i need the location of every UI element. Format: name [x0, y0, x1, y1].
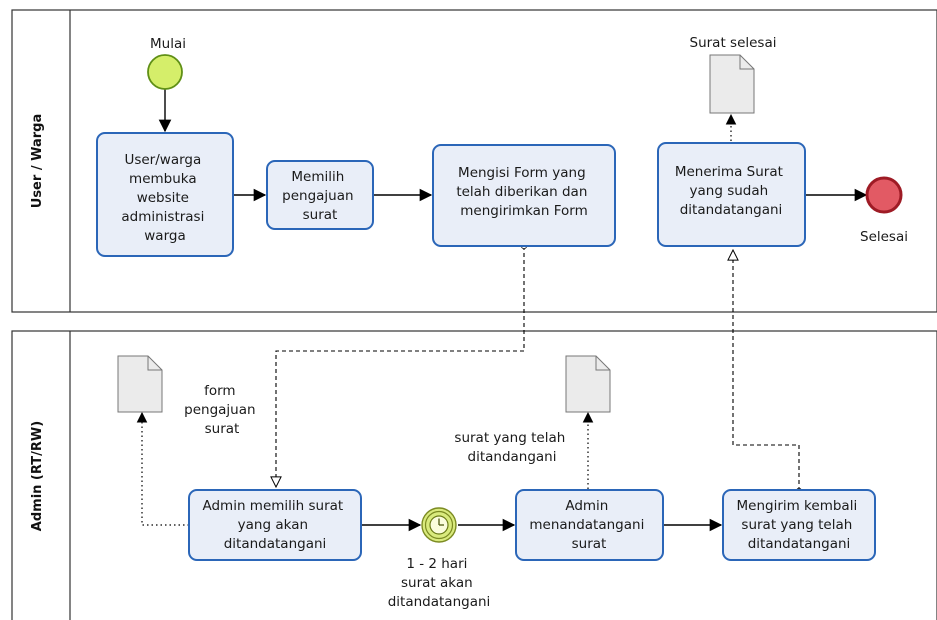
- data-object-surat-ttd-label: surat yang telah ditandangani: [454, 430, 569, 465]
- message-kirim-to-terima: [733, 250, 799, 491]
- start-event-circle: [147, 54, 183, 90]
- data-object-surat-selesai[interactable]: [709, 54, 755, 114]
- task-admin-tandatangani[interactable]: Admin menandatangani surat: [515, 489, 664, 561]
- data-object-form-label: form pengajuan surat: [184, 383, 260, 437]
- end-event-circle: [865, 176, 903, 214]
- data-object-surat-ttd[interactable]: [565, 355, 611, 413]
- document-icon: [709, 54, 755, 114]
- svg-text:Menerima Surat yang suda: Menerima Surat yang sudah ditandatangani: [675, 164, 787, 218]
- task-admin-pilih-surat[interactable]: Admin memilih surat yang akan ditandatan…: [188, 489, 362, 561]
- lane-admin-title: Admin (RT/RW): [30, 421, 45, 531]
- svg-text:Memilih pengajuan: Memilih pengajuan surat: [282, 169, 358, 223]
- svg-text:User/warga membuka: User/warga membuka website administrasi …: [121, 152, 208, 244]
- message-isi-to-adminpilih: [276, 246, 524, 487]
- end-event[interactable]: [865, 176, 903, 214]
- start-event[interactable]: [147, 54, 183, 90]
- end-event-label: Selesai: [860, 229, 908, 245]
- sequence-flows: [158, 89, 868, 532]
- data-object-form[interactable]: [117, 355, 163, 413]
- task-buka-website[interactable]: User/warga membuka website administrasi …: [96, 132, 234, 257]
- task-isi-form[interactable]: Mengisi Form yang telah diberikan dan me…: [432, 144, 616, 247]
- svg-text:Admin memilih surat yang: Admin memilih surat yang akan ditandatan…: [202, 498, 347, 552]
- assoc-adminpilih-to-form: [136, 411, 189, 526]
- svg-text:Mengisi Form yang telah: Mengisi Form yang telah diberikan dan me…: [456, 165, 591, 219]
- clock-icon: [429, 515, 449, 535]
- data-associations: [136, 113, 737, 526]
- task-kirim-kembali[interactable]: Mengirim kembali surat yang telah ditand…: [722, 489, 876, 561]
- message-flows: [276, 246, 799, 491]
- start-event-label: Mulai: [150, 36, 186, 52]
- svg-text:Mengirim kembali surat y: Mengirim kembali surat yang telah ditand…: [736, 498, 861, 552]
- lane-user-title: User / Warga: [30, 114, 45, 208]
- timer-label: 1 - 2 hari surat akan ditandatangani: [388, 556, 491, 610]
- task-pilih-pengajuan[interactable]: Memilih pengajuan surat: [266, 160, 374, 230]
- document-icon: [565, 355, 611, 413]
- task-terima-surat[interactable]: Menerima Surat yang sudah ditandatangani: [657, 142, 806, 247]
- svg-text:Admin menandatangani: Admin menandatangani surat: [529, 498, 648, 552]
- timer-event[interactable]: [421, 507, 457, 543]
- document-icon: [117, 355, 163, 413]
- data-object-surat-selesai-label: Surat selesai: [690, 35, 777, 51]
